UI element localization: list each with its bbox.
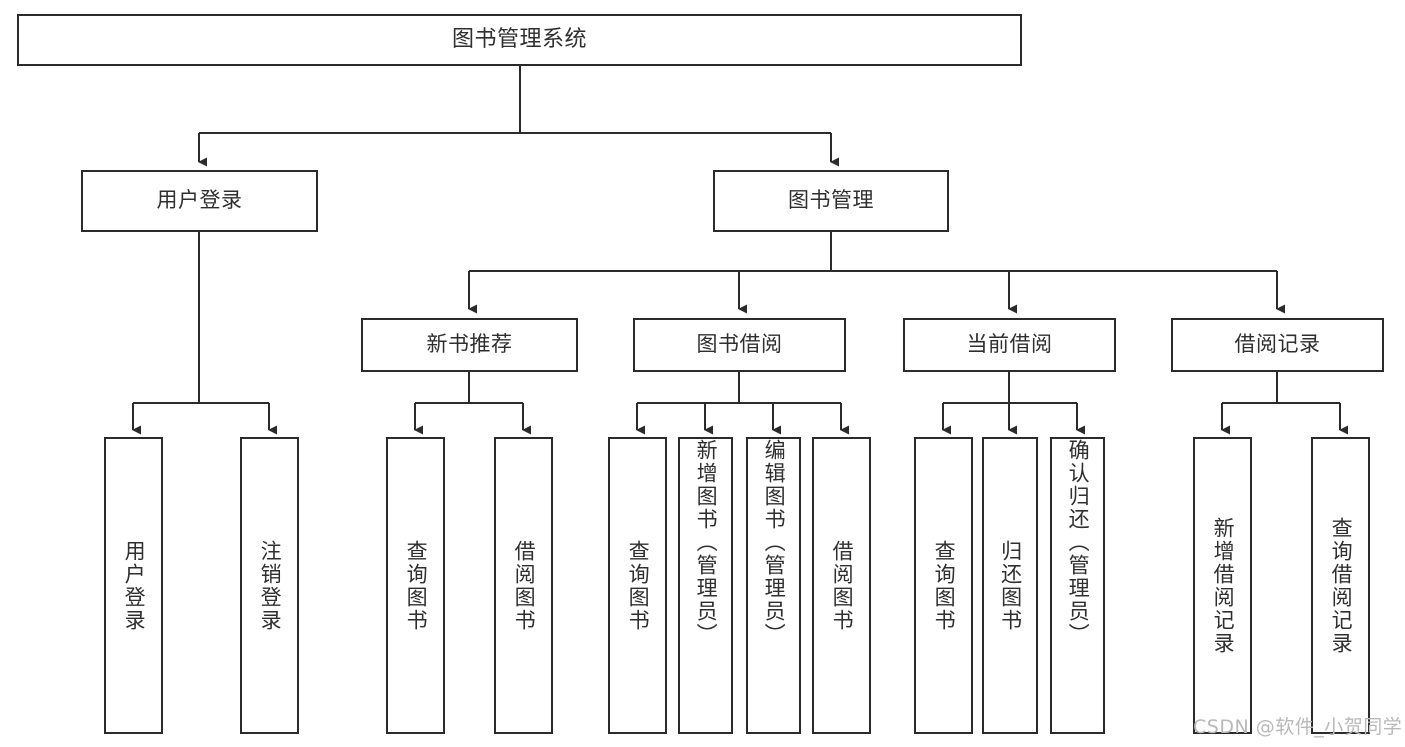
- node-label: 图书管理: [788, 188, 874, 213]
- node-label: 借阅图书: [830, 539, 855, 632]
- node-borrow-records[interactable]: 借阅记录: [1171, 318, 1384, 372]
- node-book-management[interactable]: 图书管理: [713, 170, 949, 232]
- leaf-query-book-borrow[interactable]: 查询图书: [608, 437, 667, 734]
- leaf-borrow-book-recommend[interactable]: 借阅图书: [494, 437, 553, 734]
- leaf-borrow-book[interactable]: 借阅图书: [812, 437, 871, 734]
- node-label: 图书管理系统: [451, 26, 587, 52]
- node-label: 归还图书: [998, 539, 1023, 632]
- node-current-borrow[interactable]: 当前借阅: [903, 318, 1116, 372]
- leaf-text-wrap: 归还图书: [996, 439, 1023, 732]
- node-label: 查询图书: [932, 539, 957, 632]
- leaf-add-borrow-record[interactable]: 新增借阅记录: [1193, 437, 1252, 734]
- node-label: 新书推荐: [426, 332, 513, 357]
- node-label: 编辑图书（管理员）: [762, 439, 787, 646]
- node-label: 查询借阅记录: [1329, 516, 1354, 655]
- node-label: 用户登录: [156, 188, 243, 213]
- csdn-watermark: CSDN @软件_小贺同学: [1193, 716, 1403, 738]
- node-label: 用户登录: [122, 539, 147, 632]
- leaf-query-book-current[interactable]: 查询图书: [914, 437, 973, 734]
- node-root-system[interactable]: 图书管理系统: [17, 14, 1022, 66]
- leaf-text-wrap: 查询图书: [624, 439, 651, 732]
- node-label: 确认归还（管理员）: [1066, 439, 1091, 646]
- leaf-confirm-return-admin[interactable]: 确认归还（管理员）: [1050, 437, 1105, 734]
- node-new-book-recommend[interactable]: 新书推荐: [361, 318, 578, 372]
- node-user-login[interactable]: 用户登录: [81, 170, 318, 232]
- leaf-text-wrap: 用户登录: [120, 439, 147, 732]
- node-label: 新增图书（管理员）: [694, 439, 719, 646]
- leaf-edit-book-admin[interactable]: 编辑图书（管理员）: [746, 437, 801, 734]
- node-label: 新增借阅记录: [1211, 516, 1236, 655]
- node-label: 借阅记录: [1234, 332, 1321, 357]
- node-label: 查询图书: [404, 539, 429, 632]
- leaf-user-login[interactable]: 用户登录: [104, 437, 163, 734]
- leaf-text-wrap: 注销登录: [256, 439, 283, 732]
- leaf-logout[interactable]: 注销登录: [240, 437, 299, 734]
- leaf-query-borrow-record[interactable]: 查询借阅记录: [1311, 437, 1370, 734]
- node-label: 注销登录: [258, 539, 283, 632]
- node-label: 当前借阅: [966, 332, 1053, 357]
- leaf-text-wrap: 借阅图书: [510, 439, 537, 732]
- leaf-query-book-recommend[interactable]: 查询图书: [386, 437, 445, 734]
- leaf-text-wrap: 借阅图书: [828, 439, 855, 732]
- leaf-add-book-admin[interactable]: 新增图书（管理员）: [678, 437, 733, 734]
- node-label: 借阅图书: [512, 539, 537, 632]
- node-book-borrow[interactable]: 图书借阅: [633, 318, 846, 372]
- leaf-text-wrap: 新增借阅记录: [1209, 439, 1236, 732]
- leaf-text-wrap: 查询图书: [930, 439, 957, 732]
- leaf-return-book[interactable]: 归还图书: [982, 437, 1038, 734]
- leaf-text-wrap: 查询图书: [402, 439, 429, 732]
- node-label: 查询图书: [626, 539, 651, 632]
- node-label: 图书借阅: [696, 332, 783, 357]
- leaf-text-wrap: 查询借阅记录: [1327, 439, 1354, 732]
